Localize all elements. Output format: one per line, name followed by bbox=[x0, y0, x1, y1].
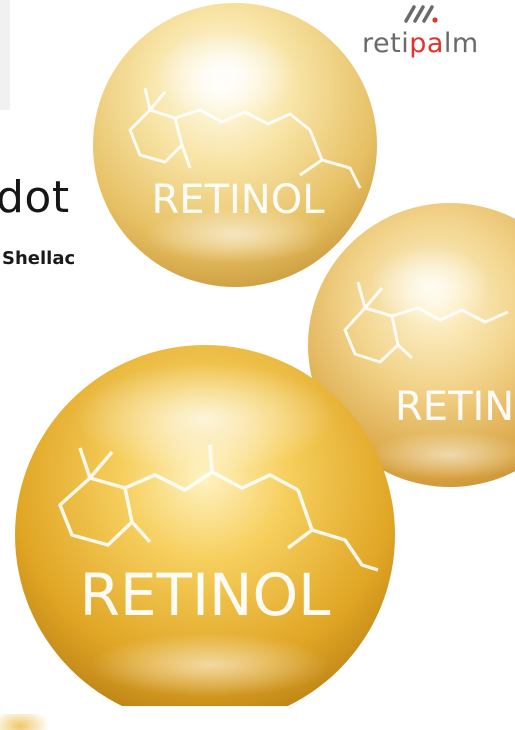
capsule-top: RETINOL bbox=[93, 3, 377, 287]
retipalm-logo: retipalm bbox=[362, 4, 502, 64]
page-subheading: Shellac bbox=[2, 248, 76, 269]
capsule-top-label: RETINOL bbox=[152, 177, 326, 223]
bottom-corner-glow bbox=[0, 714, 50, 730]
molecule-structure-big bbox=[58, 444, 379, 572]
molecule-structure-top bbox=[128, 87, 362, 189]
logo-wordmark: retipalm bbox=[362, 28, 479, 59]
page-heading: dot bbox=[0, 172, 70, 223]
capsule-big-label: RETINOL bbox=[80, 561, 331, 629]
capsule-right: RETINO bbox=[308, 203, 515, 487]
slash-marks-icon bbox=[404, 5, 438, 23]
bottom-strip bbox=[0, 706, 515, 730]
molecule-structure-right bbox=[343, 281, 509, 364]
capsule-big: RETINOL bbox=[15, 345, 395, 725]
left-edge-panel bbox=[0, 0, 10, 110]
capsule-right-label: RETINO bbox=[395, 384, 515, 430]
